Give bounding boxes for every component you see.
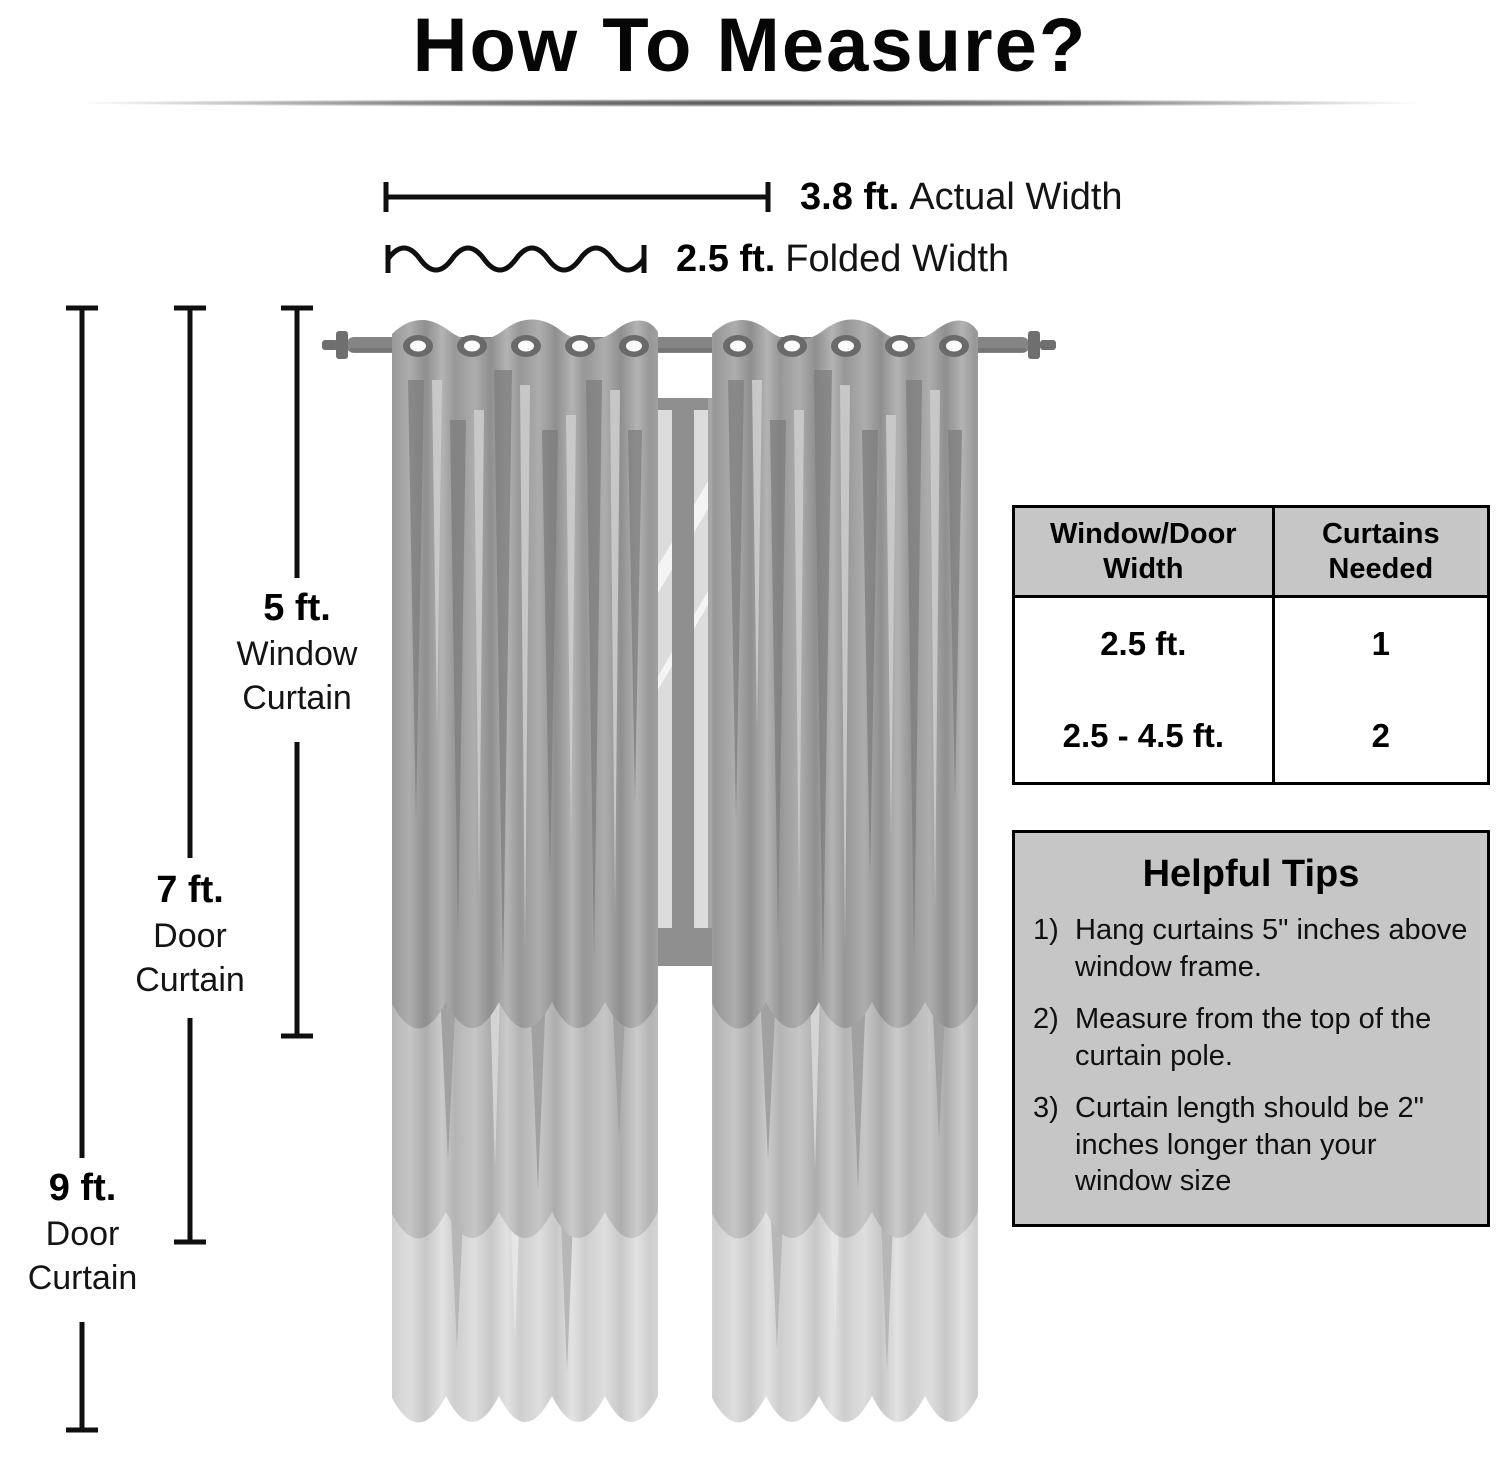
- right-curtain-panel: [712, 319, 978, 1423]
- page-title: How To Measure?: [412, 3, 1088, 88]
- grommets-right: [723, 335, 969, 357]
- five-ft-line1: Window: [236, 635, 358, 673]
- door-curtain-9ft-label: 9 ft. Door Curtain: [0, 1164, 165, 1300]
- actual-width-measure-line: [383, 182, 771, 212]
- fold-highlights: [432, 380, 620, 950]
- grommets-left: [403, 335, 649, 357]
- helpful-tips-box: Helpful Tips 1) Hang curtains 5" inches …: [1012, 830, 1490, 1227]
- rod-finial-left: [336, 331, 348, 359]
- tip-number: 3): [1033, 1092, 1059, 1125]
- tip-text: Curtain length should be 2" inches longe…: [1075, 1092, 1424, 1198]
- fold-shadows: [728, 370, 962, 980]
- seven-ft-line2: Curtain: [135, 961, 245, 999]
- actual-width-value: 3.8 ft.: [800, 176, 900, 218]
- rod-finial-right: [1028, 331, 1040, 359]
- fold-highlights: [752, 380, 940, 950]
- folded-width-text: Folded Width: [785, 238, 1010, 280]
- door-curtain-7ft-label: 7 ft. Door Curtain: [95, 866, 285, 1002]
- curtain-7ft-section: [712, 985, 978, 1239]
- table-cell-width-1: 2.5 ft.: [1015, 598, 1275, 690]
- window-mullion: [672, 398, 694, 966]
- nine-ft-line1: Door: [45, 1215, 120, 1253]
- tip-number: 1): [1033, 914, 1059, 946]
- seven-ft-measure-line: [174, 305, 206, 1245]
- curtain-7ft-section: [392, 985, 658, 1239]
- folded-width-label: 2.5 ft.Folded Width: [676, 236, 1009, 282]
- window-curtain-5ft-label: 5 ft. Window Curtain: [202, 584, 392, 720]
- tip-item-1: 1) Hang curtains 5" inches above window …: [1033, 912, 1469, 985]
- tip-item-3: 3) Curtain length should be 2" inches lo…: [1033, 1090, 1469, 1200]
- table-cell-width-2: 2.5 - 4.5 ft.: [1015, 690, 1275, 782]
- tips-title: Helpful Tips: [1142, 853, 1360, 895]
- actual-width-label: 3.8 ft.Actual Width: [800, 174, 1123, 220]
- tip-number: 2): [1033, 1003, 1059, 1036]
- nine-ft-line2: Curtain: [27, 1259, 138, 1297]
- left-curtain-panel: [392, 319, 658, 1423]
- title-divider: [75, 99, 1425, 107]
- table-cell-curtains-1: 1: [1274, 598, 1487, 690]
- nine-ft-measure-line: [66, 305, 98, 1433]
- five-ft-value: 5 ft.: [263, 587, 331, 629]
- folded-width-measure-line: [385, 245, 647, 273]
- tip-text: Hang curtains 5" inches above window fra…: [1075, 914, 1468, 983]
- seven-ft-line1: Door: [153, 917, 227, 955]
- tip-item-2: 2) Measure from the top of the curtain p…: [1033, 1001, 1469, 1074]
- nine-ft-value: 9 ft.: [48, 1167, 117, 1209]
- table-header-width: Window/Door Width: [1015, 508, 1275, 598]
- fold-shadows: [408, 370, 642, 980]
- folded-width-value: 2.5 ft.: [676, 238, 776, 280]
- table-header-curtains: Curtains Needed: [1274, 508, 1487, 598]
- actual-width-text: Actual Width: [909, 176, 1123, 218]
- seven-ft-value: 7 ft.: [156, 869, 224, 911]
- five-ft-measure-line: [281, 305, 313, 1039]
- tip-text: Measure from the top of the curtain pole…: [1075, 1003, 1432, 1072]
- five-ft-line2: Curtain: [242, 679, 352, 717]
- curtains-needed-table: Window/Door Width Curtains Needed 2.5 ft…: [1012, 505, 1490, 785]
- table-cell-curtains-2: 2: [1274, 690, 1487, 782]
